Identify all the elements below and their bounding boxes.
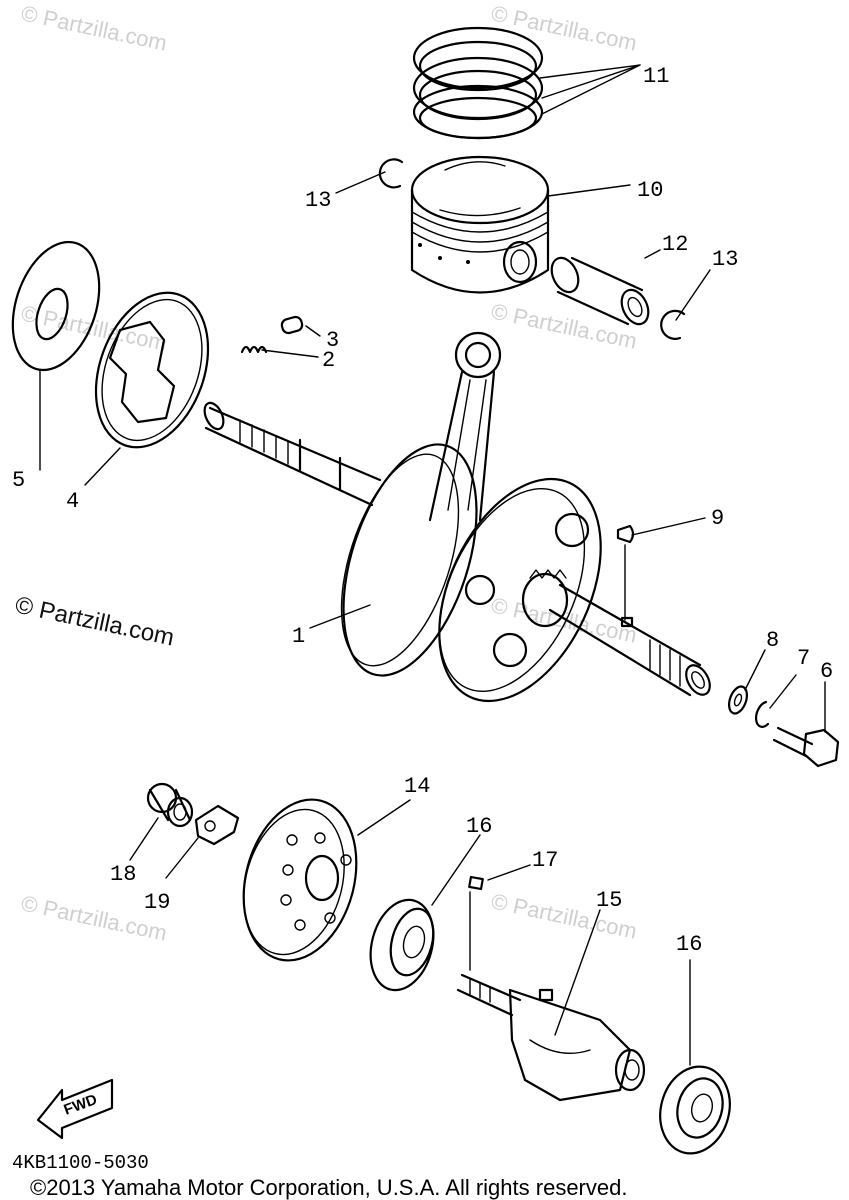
callout-6: 6 bbox=[820, 659, 833, 684]
part-16-bearing bbox=[659, 1065, 731, 1155]
callout-17: 17 bbox=[532, 848, 558, 873]
part-15-balancer-shaft bbox=[456, 973, 646, 1102]
callout-18: 18 bbox=[110, 862, 136, 887]
part-8-washer bbox=[727, 685, 749, 715]
watermark-text: © Partzilla.com bbox=[19, 300, 169, 355]
callout-16: 16 bbox=[676, 932, 702, 957]
leader-lines bbox=[39, 64, 826, 1066]
watermark-text: © Partzilla.com bbox=[19, 0, 169, 55]
callout-1: 1 bbox=[292, 624, 305, 649]
callout-13: 13 bbox=[305, 188, 331, 213]
watermark-text: © Partzilla.com bbox=[489, 592, 639, 647]
callout-16: 16 bbox=[466, 814, 492, 839]
watermark-text: © Partzilla.com bbox=[489, 298, 639, 353]
callout-13: 13 bbox=[712, 247, 738, 272]
part-17-key bbox=[468, 875, 484, 891]
part-10-piston bbox=[410, 155, 550, 294]
callout-14: 14 bbox=[404, 774, 430, 799]
part-4-plate bbox=[94, 291, 210, 449]
part-11-piston-rings bbox=[412, 26, 544, 140]
callout-12: 12 bbox=[662, 232, 688, 257]
diagram-code: 4KB1100-5030 bbox=[12, 1152, 149, 1174]
part-18-collar bbox=[146, 782, 194, 828]
part-19-plate bbox=[194, 804, 240, 846]
part-3-pin bbox=[280, 315, 304, 335]
callouts: 11 10 13 12 13 3 2 5 4 9 1 8 7 6 14 16 1… bbox=[12, 64, 833, 957]
part-5-washer bbox=[11, 240, 101, 372]
callout-2: 2 bbox=[322, 348, 335, 373]
part-13-circlip bbox=[378, 158, 686, 340]
callout-19: 19 bbox=[144, 890, 170, 915]
copyright-notice: ©2013 Yamaha Motor Corporation, U.S.A. A… bbox=[30, 1175, 627, 1200]
part-16-bearing bbox=[369, 898, 435, 992]
callout-5: 5 bbox=[12, 468, 25, 493]
part-6-bolt bbox=[772, 726, 840, 768]
part-1-crankshaft bbox=[203, 331, 711, 703]
part-2-spring bbox=[240, 345, 268, 354]
part-7-lock-washer bbox=[755, 700, 770, 728]
callout-15: 15 bbox=[596, 888, 622, 913]
callout-4: 4 bbox=[66, 489, 79, 514]
watermark-text-dark: © Partzilla.com bbox=[13, 591, 177, 651]
callout-9: 9 bbox=[711, 506, 724, 531]
callout-8: 8 bbox=[766, 628, 779, 653]
watermarks: © Partzilla.com © Partzilla.com © Partzi… bbox=[13, 0, 639, 945]
callout-3: 3 bbox=[326, 328, 339, 353]
fwd-arrow-icon: FWD bbox=[36, 1078, 114, 1140]
part-12-piston-pin bbox=[550, 256, 650, 326]
callout-10: 10 bbox=[637, 178, 663, 203]
part-14-gear bbox=[242, 798, 358, 962]
callout-7: 7 bbox=[797, 646, 810, 671]
callout-11: 11 bbox=[643, 64, 669, 89]
part-9-key bbox=[616, 524, 635, 544]
